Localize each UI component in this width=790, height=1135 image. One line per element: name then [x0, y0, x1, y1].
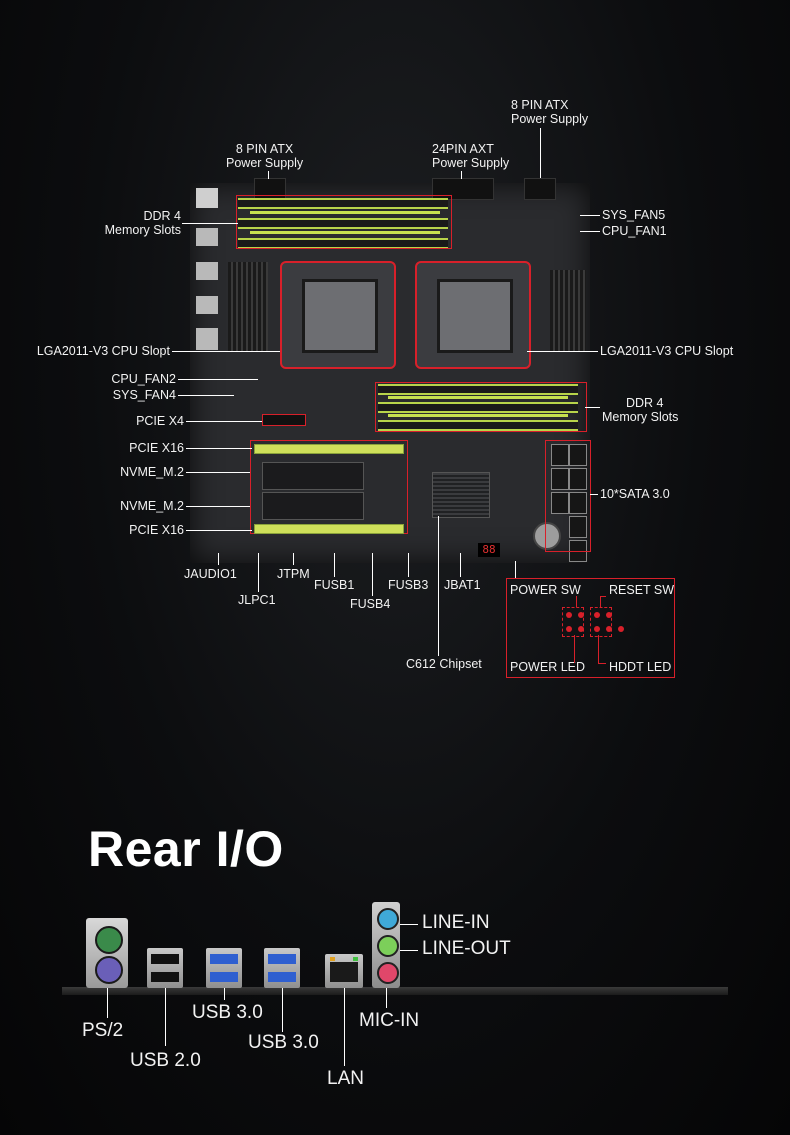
- label-sys-fan5: SYS_FAN5: [602, 208, 666, 222]
- label-sata: 10*SATA 3.0: [600, 487, 670, 501]
- label-power-led: POWER LED: [510, 660, 586, 674]
- label-cpu-fan1: CPU_FAN1: [602, 224, 667, 238]
- rear-io-title: Rear I/O: [88, 821, 284, 877]
- ddr4-right-highlight: [375, 382, 587, 432]
- label-fusb1: FUSB1: [314, 578, 355, 592]
- label-c612-chipset: C612 Chipset: [406, 657, 482, 671]
- ps2-port: [86, 918, 128, 988]
- label-reset-sw: RESET SW: [609, 583, 675, 597]
- label-nvme-2: NVME_M.2: [120, 499, 184, 513]
- vrm-heatsink-left: [228, 262, 268, 352]
- usb30-ports-a: [206, 948, 242, 988]
- label-jbat1: JBAT1: [444, 578, 481, 592]
- label-usb30-a: USB 3.0: [192, 1002, 263, 1023]
- label-usb20: USB 2.0: [130, 1050, 201, 1071]
- label-mic-in: MIC-IN: [359, 1010, 420, 1031]
- label-cpu-fan2: CPU_FAN2: [111, 372, 176, 386]
- lan-port: [325, 954, 363, 988]
- ddr4-top-highlight: [236, 195, 452, 249]
- pcie-x4-slot: [262, 414, 306, 426]
- label-pcie-x16-top: PCIE X16: [129, 441, 184, 455]
- usb20-ports: [147, 948, 183, 988]
- rear-io-shelf: [62, 987, 728, 995]
- label-sys-fan4: SYS_FAN4: [112, 388, 176, 402]
- c612-chipset-heatsink: [432, 472, 490, 518]
- cpu-socket-right: [415, 261, 531, 369]
- label-line-out: LINE-OUT: [422, 938, 511, 959]
- label-jaudio1: JAUDIO1: [184, 567, 237, 581]
- vrm-heatsink-right: [550, 270, 586, 352]
- label-ps2: PS/2: [82, 1020, 124, 1041]
- label-pcie-x4: PCIE X4: [136, 414, 184, 428]
- label-cpu-slot-left: LGA2011-V3 CPU Slopt: [36, 344, 170, 358]
- label-pcie-x16-bottom: PCIE X16: [129, 523, 184, 537]
- label-fusb4: FUSB4: [350, 597, 391, 611]
- label-jtpm: JTPM: [277, 567, 310, 581]
- label-nvme-1: NVME_M.2: [120, 465, 184, 479]
- label-power-sw: POWER SW: [510, 583, 581, 597]
- audio-jacks: [372, 902, 400, 988]
- atx-24pin-connector: [432, 178, 494, 200]
- usb30-ports-b: [264, 948, 300, 988]
- nvme-highlight: [250, 440, 408, 534]
- label-usb30-b: USB 3.0: [248, 1032, 319, 1053]
- pcie-x16-bottom-slot: [254, 524, 404, 534]
- label-lan: LAN: [327, 1068, 364, 1089]
- label-hddt-led: HDDT LED: [609, 660, 672, 674]
- atx-8pin-right-connector: [524, 178, 556, 200]
- nvme-m2-slot-1: [262, 462, 364, 490]
- label-line-in: LINE-IN: [422, 912, 490, 933]
- pcie-x16-top-slot: [254, 444, 404, 454]
- sata-highlight: [545, 440, 591, 552]
- front-panel-header-box: [506, 578, 675, 678]
- cpu-socket-left: [280, 261, 396, 369]
- label-fusb3: FUSB3: [388, 578, 429, 592]
- label-jlpc1: JLPC1: [238, 593, 276, 607]
- debug-led-display: 88: [478, 543, 500, 557]
- nvme-m2-slot-2: [262, 492, 364, 520]
- label-cpu-slot-right: LGA2011-V3 CPU Slopt: [600, 344, 734, 358]
